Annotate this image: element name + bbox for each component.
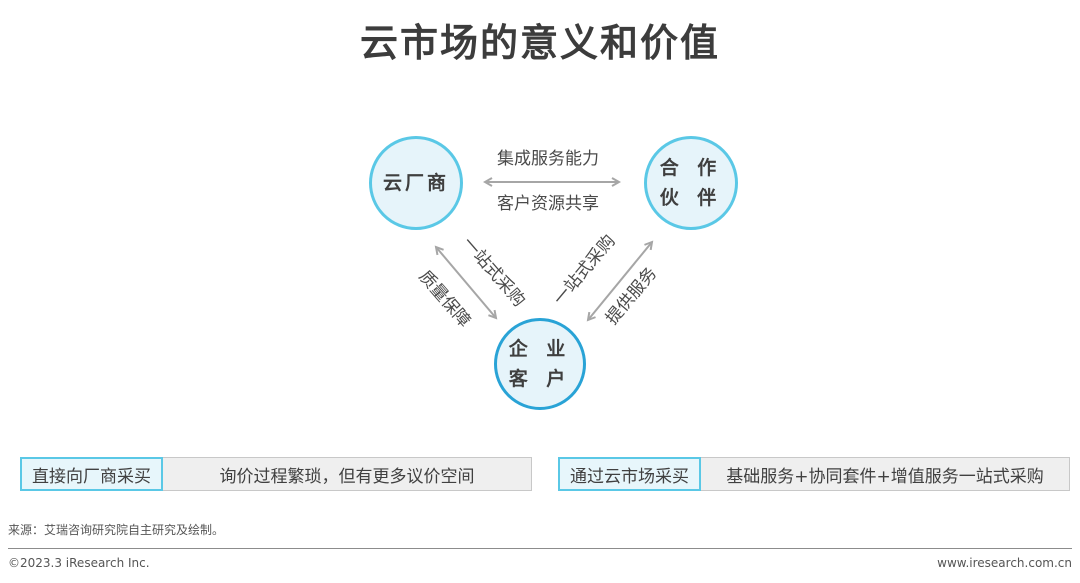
- page-title: 云市场的意义和价值: [359, 21, 720, 65]
- node-partner: 合 作 伙 伴: [644, 136, 738, 230]
- comparison-marketplace-tag: 通过云市场采买: [558, 457, 701, 491]
- node-cloud-vendor: 云厂商: [369, 136, 463, 230]
- node-customer-label: 企 业 客 户: [508, 338, 572, 390]
- source-note: 来源：艾瑞咨询研究院自主研究及绘制。: [8, 523, 225, 537]
- arrow-vendor-customer: [436, 247, 496, 318]
- footer-divider: [8, 548, 1072, 549]
- comparison-direct-text: 询价过程繁琐，但有更多议价空间: [219, 466, 475, 487]
- node-partner-label: 合 作 伙 伴: [659, 157, 723, 209]
- node-cloud-vendor-label: 云厂商: [382, 172, 449, 194]
- comparison-marketplace: 通过云市场采买 基础服务+协同套件+增值服务一站式采购: [558, 457, 1070, 491]
- website: www.iresearch.com.cn: [937, 556, 1072, 570]
- arrow-partner-customer: [588, 242, 652, 320]
- comparison-marketplace-text: 基础服务+协同套件+增值服务一站式采购: [726, 466, 1044, 487]
- comparison-direct-tag: 直接向厂商采买: [20, 457, 163, 491]
- comparison-direct: 直接向厂商采买 询价过程繁琐，但有更多议价空间: [20, 457, 532, 491]
- edge-label-integration: 集成服务能力: [497, 149, 599, 169]
- copyright: ©2023.3 iResearch Inc.: [8, 556, 150, 570]
- edge-label-customer-sharing: 客户资源共享: [497, 194, 599, 214]
- node-enterprise-customer: 企 业 客 户: [494, 318, 586, 410]
